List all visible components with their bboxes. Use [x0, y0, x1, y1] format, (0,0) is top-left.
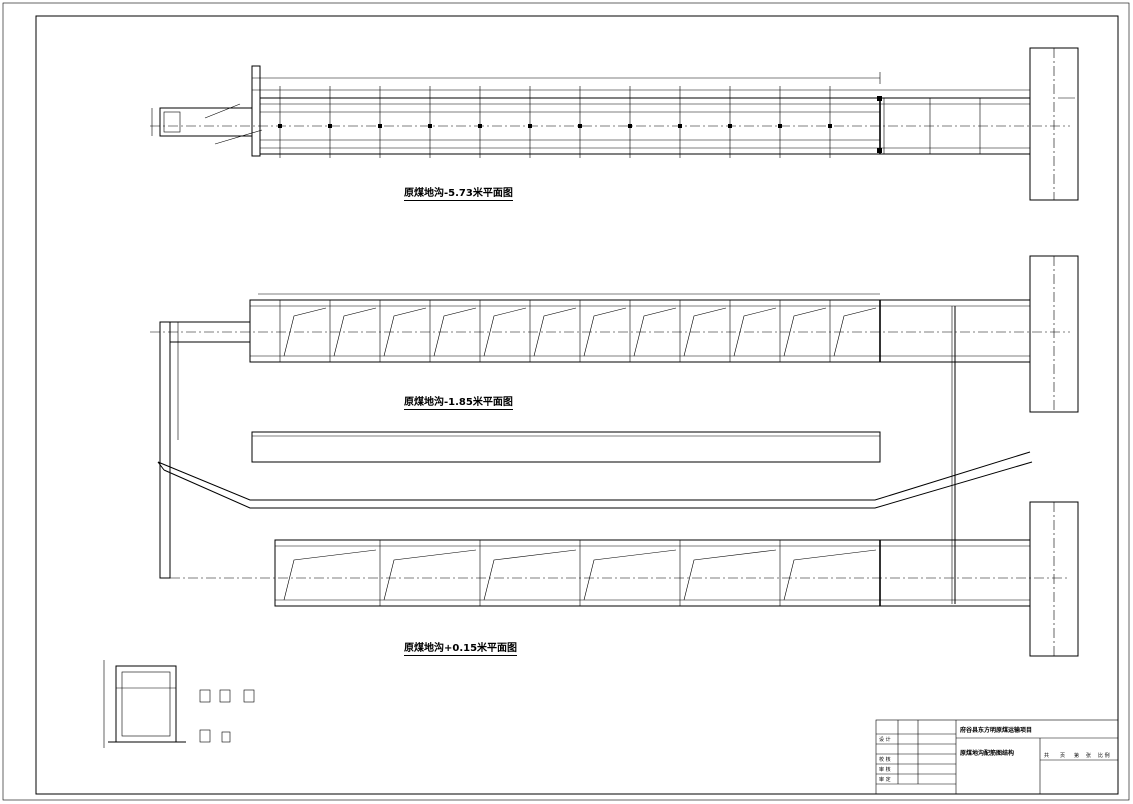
title-block-row-3: 审 定 [879, 777, 891, 783]
plan-2-drawing [150, 255, 1079, 604]
inner-border [35, 15, 1119, 795]
plan-3-title: 原煤地沟+0.15米平面图 [404, 643, 518, 656]
title-block-project-name: 府谷县东方明原煤运输项目 [960, 727, 1033, 734]
plan-2-title: 原煤地沟-1.85米平面图 [404, 397, 513, 410]
title-block-label-sheet: 张 [1086, 753, 1092, 759]
title-block-label-page: 页 [1060, 753, 1066, 759]
title-block-row-1: 校 核 [879, 757, 891, 763]
plan-1-drawing [150, 47, 1079, 201]
title-block-label-scale: 比 例 [1098, 753, 1110, 759]
plan-3-drawing [170, 501, 1079, 657]
title-block-label-number: 第 [1074, 753, 1080, 759]
section-detail [103, 660, 255, 748]
title-block-frame [875, 719, 1119, 795]
title-block-row-0: 设 计 [879, 737, 891, 743]
title-block-drawing-name: 原煤地沟配筋图结构 [960, 750, 1015, 757]
title-block-label-total: 共 [1044, 753, 1050, 759]
title-block-row-2: 审 核 [879, 767, 891, 773]
plan-1-title: 原煤地沟-5.73米平面图 [404, 188, 513, 201]
